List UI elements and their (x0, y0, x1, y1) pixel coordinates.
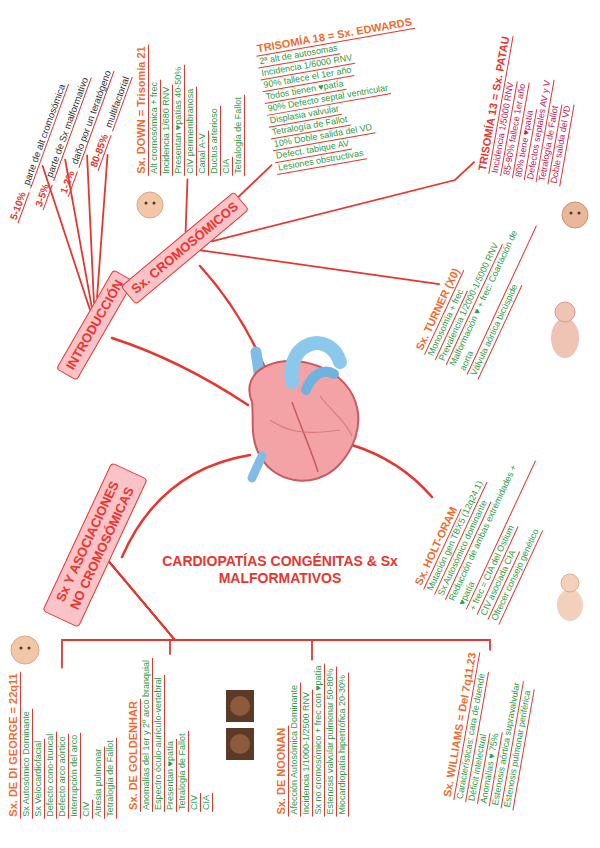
patient-photos (11, 192, 588, 760)
syndrome-heading: Sx. DE GOLDENHAR (127, 699, 141, 812)
syndrome-note: Sx. WILLIAMS = Del 7q11.23Característica… (437, 645, 543, 815)
syndrome-fact: Alt cromosómica + frec (149, 80, 161, 176)
syndrome-fact: Canal A-V (197, 131, 209, 176)
syndrome-fact: CIV (189, 793, 201, 812)
syndrome-fact: Afección Autosómica Dominante (289, 683, 301, 817)
syndrome-note: Sx. HOLT-ORAMMutación gen TBX5 (12q24.1)… (407, 430, 573, 629)
syndrome-note: Sx. DE DI GEORGE = 22q11Sx Autosómico Do… (4, 667, 120, 822)
syndrome-fact: Tetralogía de Fallot (177, 731, 189, 812)
percentage-value: 1-2% (57, 167, 78, 197)
branch-lines (112, 266, 432, 557)
syndrome-heading: Sx. DOWN = Trisomía 21 (135, 44, 149, 175)
syndrome-fact: Incidencia 1/680 RNV (161, 85, 173, 176)
syndrome-fact: Sx no cromosómico + frec con ♥patía (313, 663, 325, 816)
syndrome-fact: Tetralogía de Fallot (233, 95, 245, 176)
branch-connector (212, 162, 474, 241)
branch-connector (97, 155, 108, 297)
syndrome-note: Sx. DE GOLDENHARAnomalías del 1er y 2º a… (124, 654, 216, 816)
syndrome-fact: Estenosis valvular pulmonar 50-80% (325, 667, 337, 817)
syndrome-fact: Presentan ♥patías 40-50% (173, 65, 185, 176)
syndrome-note: Sx. DOWN = Trisomía 21Alt cromosómica + … (132, 40, 248, 179)
syndrome-fact: Interrupción del arco (69, 733, 81, 819)
syndrome-fact: Atresia pulmonar (93, 747, 105, 819)
syndrome-fact: Defecto arco aórtico (57, 734, 69, 819)
syndrome-fact: CIV perimembranosa (185, 87, 197, 176)
syndrome-fact: Tetralogía de Fallot (105, 738, 117, 819)
syndrome-note: TRISOMÍA 18 = Sx. EDWARDS2ª alt de autos… (250, 11, 441, 178)
branch-connector (87, 155, 94, 302)
syndrome-fact: CIA (201, 793, 213, 812)
syndrome-fact: Incidencia 1/1000-1/2500 RNV (301, 690, 313, 817)
syndrome-fact: Defecto cono-truncal (45, 732, 57, 819)
branch-line (122, 455, 250, 557)
syndrome-heading: Sx. DE DI GEORGE = 22q11 (7, 671, 21, 818)
branch-connector (109, 562, 175, 654)
branch-connector (201, 250, 439, 284)
syndrome-fact: Sx Autosómico Dominante (21, 709, 33, 819)
heart-illustration (249, 343, 358, 481)
syndrome-fact: CIA (221, 157, 233, 176)
syndrome-note: Sx. DE NOONANAfección Autosómica Dominan… (272, 659, 352, 820)
syndrome-fact: Presentan ♥patía (165, 739, 177, 812)
percentage-value: 80-85% (87, 131, 111, 171)
syndrome-fact: CIV (81, 800, 93, 819)
percentage-value: 3-5% (32, 180, 53, 210)
syndrome-fact: Ductus arterioso (209, 106, 221, 176)
branch-line (352, 445, 432, 497)
syndrome-fact: Anomalías del 1er y 2º arco branquial (141, 658, 153, 812)
diagram-title: CARDIOPATÍAS CONGÉNITAS & Sx MALFORMATIV… (160, 553, 400, 587)
branch-connector (239, 165, 272, 197)
percentage-value: 5-10% (7, 188, 30, 223)
category-label: INTRODUCCIÓN (62, 275, 128, 374)
category-banner: Sx Y ASOCIACIONES NO CROMOSÓMICAS (42, 462, 148, 628)
syndrome-fact: Miocardiopatía hipertrófica 20-30% (337, 673, 349, 817)
branch-connector (186, 180, 188, 232)
syndrome-note: TRISOMÍA 13 = Sx. PATAUIncidencia 1/5000… (472, 29, 588, 191)
syndrome-note: Sx. TURNER (X0)Monosomía + frecPrevalenc… (408, 195, 552, 384)
syndrome-fact: Espectro óculo-aurículo-vertebral (153, 675, 165, 812)
syndrome-fact: Sx Velocardiofacial (33, 739, 45, 819)
syndrome-heading: Sx. DE NOONAN (275, 726, 289, 817)
branch-line (112, 338, 248, 405)
